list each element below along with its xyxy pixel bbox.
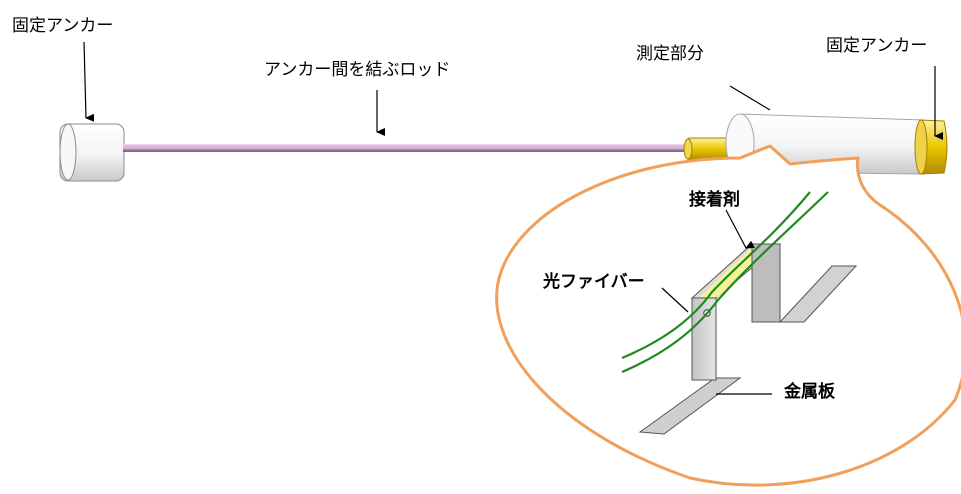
label-optical-fiber: 光ファイバー	[543, 272, 645, 292]
connecting-rod	[123, 144, 693, 152]
callout-bubble	[495, 144, 961, 487]
optical-fiber	[621, 191, 829, 374]
gold-sleeve	[683, 137, 735, 161]
label-metal-plate: 金属板	[784, 382, 835, 402]
label-adhesive: 接着剤	[689, 190, 740, 210]
leader-lines	[83, 41, 943, 395]
label-measurement-part: 測定部分	[636, 44, 704, 64]
label-fixed-anchor-right: 固定アンカー	[826, 36, 928, 56]
label-fixed-anchor-left: 固定アンカー	[12, 16, 114, 36]
left-anchor	[59, 123, 125, 182]
label-connecting-rod: アンカー間を結ぶロッド	[264, 60, 451, 80]
